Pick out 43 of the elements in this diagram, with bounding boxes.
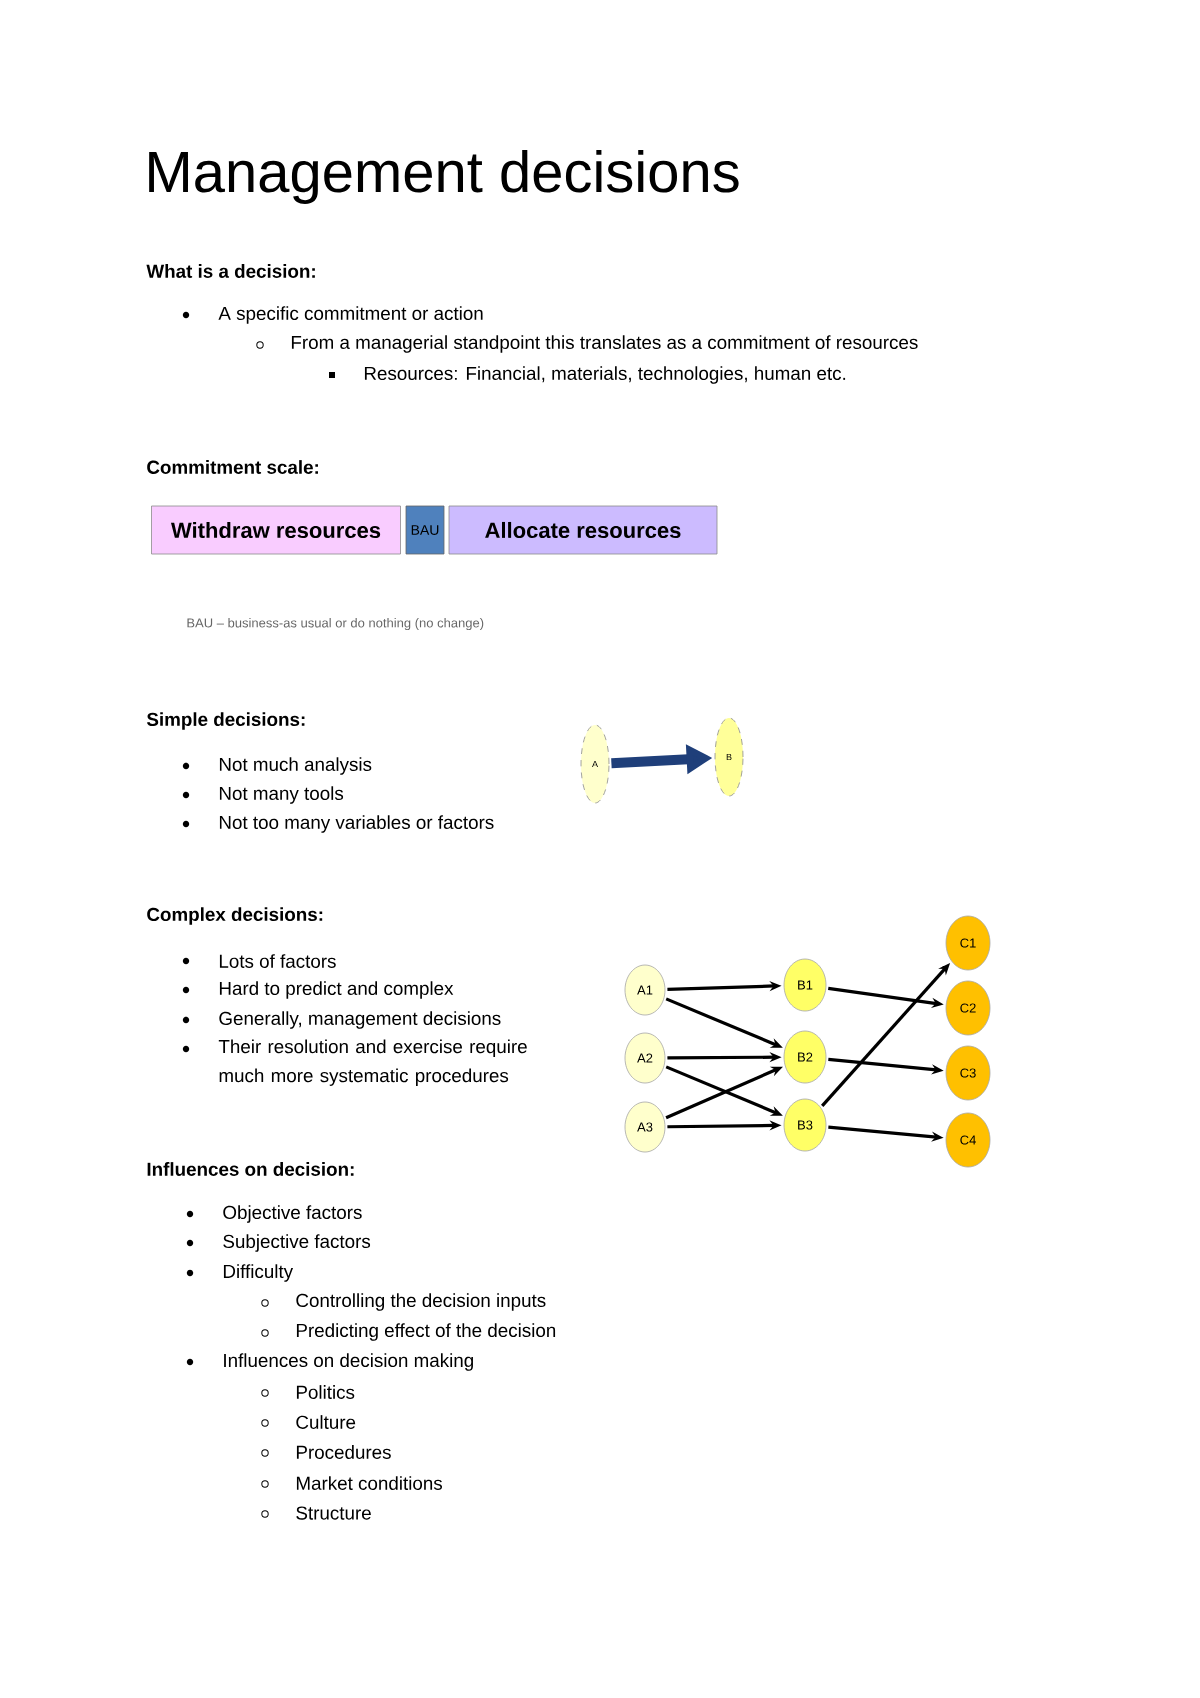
section-heading: Influences on decision: [147,1162,354,1176]
scale-box: BAU [405,505,445,555]
list-item: Not many tools [219,786,344,804]
scale-box: Withdraw resources [151,505,401,555]
list-item: Procedures [296,1445,391,1459]
ellipse-node: C1 [945,915,991,971]
list-item: Generally, management decisions [219,1011,501,1029]
note: BAU – business-as usual or do nothing (no change) [187,617,484,631]
list-item: Politics [296,1385,355,1399]
list-item: Resources: Financial, materials, technologies, human etc. [364,366,846,384]
section-heading: What is a decision: [146,264,315,278]
ellipse-node: A2 [624,1032,666,1084]
list-item: Lots of factors [219,954,336,968]
ellipse-node: A [580,724,610,804]
list-item: Influences on decision making [224,1353,473,1371]
list-item: Difficulty [223,1264,294,1282]
ellipse-node: B [714,717,744,797]
ellipse-node: C3 [945,1045,991,1101]
ellipse-node: B3 [783,1098,827,1152]
list-item: Not too many variables or factors [219,815,494,833]
ellipse-node: B1 [783,958,827,1012]
list-item: Not much analysis [219,757,372,775]
list-item: Culture [296,1415,356,1429]
section-heading: Complex decisions: [147,907,323,925]
list-item: From a managerial standpoint this translates as a commitment of resources [291,335,918,353]
ellipse-node: C4 [945,1112,991,1168]
ellipse-node: B2 [783,1030,827,1084]
list-item: Market conditions [296,1476,442,1490]
ellipse-node: A1 [624,964,666,1016]
section-heading: Simple decisions: [146,712,305,730]
title: Management decisions [149,149,739,205]
list-item: Subjective factors [223,1234,371,1252]
list-item: Hard to predict and complex [219,981,454,999]
ellipse-node: C2 [945,980,991,1036]
list-item: Controlling the decision inputs [296,1293,546,1311]
section-heading: Commitment scale: [147,460,318,474]
list-item: Predicting effect of the decision [296,1323,556,1341]
ellipse-node: A3 [624,1101,666,1153]
scale-box: Allocate resources [448,505,718,555]
list-item: Structure [296,1506,371,1520]
list-item: Their resolution and exercise require much more systematic procedures [218,1039,527,1086]
list-item: Objective factors [223,1205,362,1223]
list-item: A specific commitment or action [218,306,483,324]
